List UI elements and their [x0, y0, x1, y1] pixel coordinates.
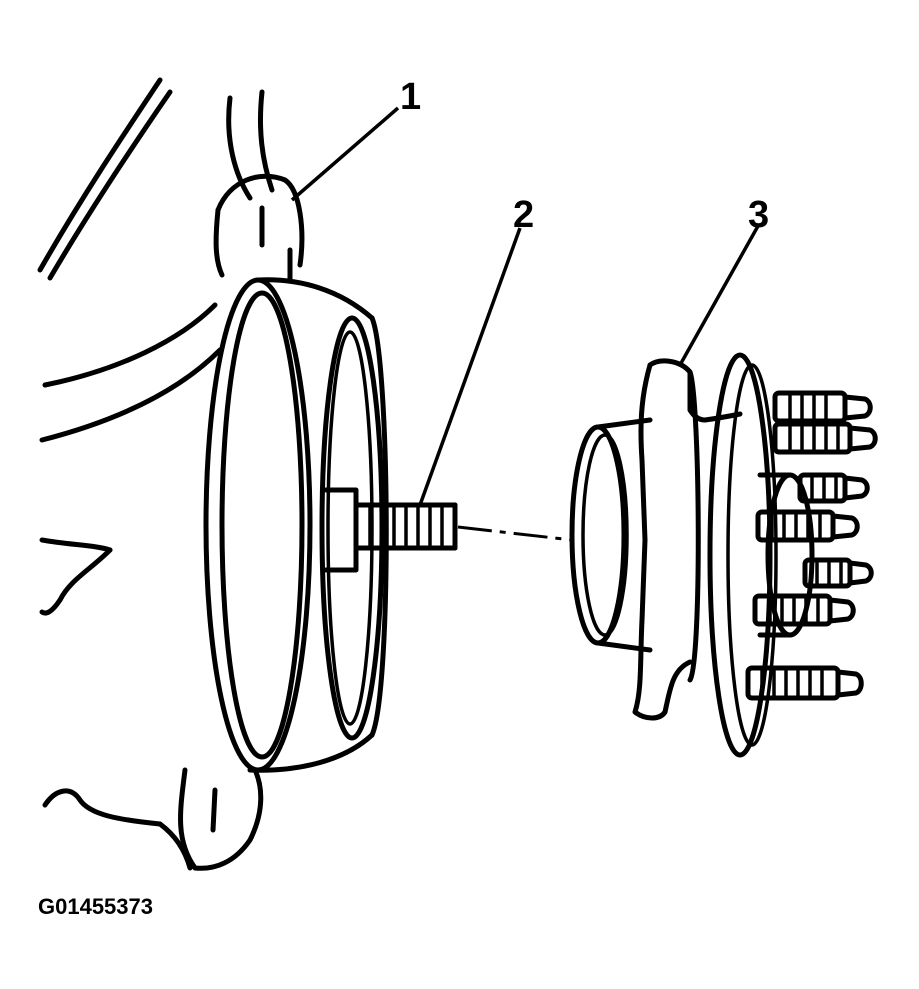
alignment-centerline: [457, 525, 573, 542]
wheel-stud: [797, 472, 870, 504]
wheel-stud: [772, 421, 878, 455]
axle-shaft: [323, 487, 458, 573]
callout-label-3: 3: [748, 194, 770, 236]
wheel-stud: [755, 509, 860, 543]
wheel-stud: [772, 390, 873, 424]
callout-label-1: 1: [400, 76, 422, 118]
leader-line-1: [290, 106, 400, 202]
figure-code: G01455373: [38, 894, 153, 919]
knuckle-mounting-tab-top: [213, 173, 305, 283]
wheel-stud: [752, 593, 856, 627]
wheel-stud: [802, 557, 874, 589]
wheel-hub-bearing: [569, 352, 815, 758]
knuckle-mounting-tab-bottom: [178, 767, 264, 871]
wheel-studs: [745, 390, 878, 701]
leader-line-2: [418, 227, 522, 506]
callout-label-2: 2: [513, 194, 535, 236]
wheel-stud: [745, 665, 864, 701]
leader-line-3: [678, 225, 760, 366]
knuckle-outline: [37, 77, 275, 871]
bearing-housing-ring: [203, 277, 389, 773]
